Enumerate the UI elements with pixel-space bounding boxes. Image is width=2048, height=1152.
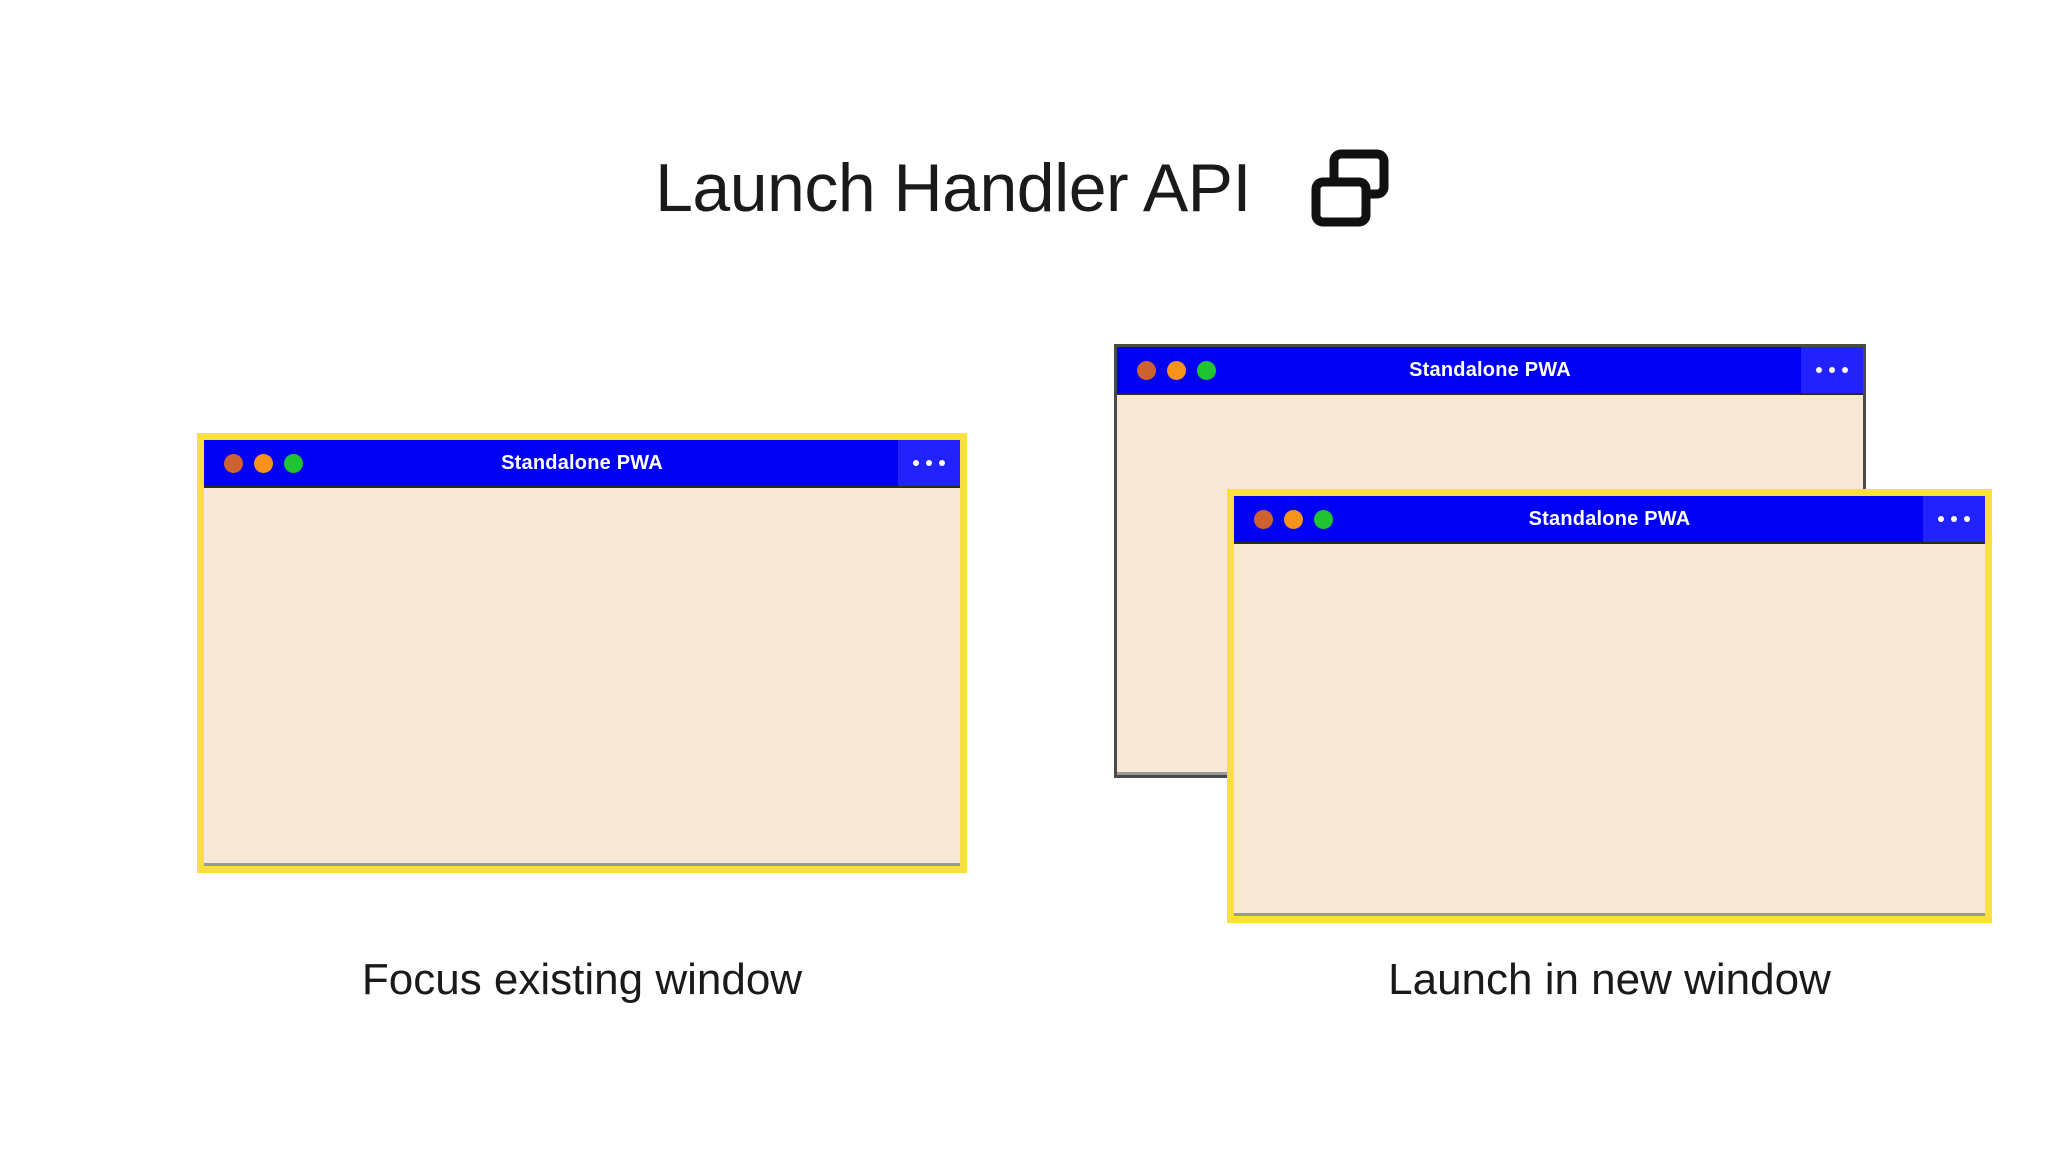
window-content-area: [204, 488, 960, 866]
window-title-label: Standalone PWA: [501, 451, 663, 474]
ellipsis-dot: [926, 460, 932, 466]
ellipsis-icon[interactable]: [1923, 496, 1985, 542]
multi-window-icon: [1307, 145, 1393, 231]
minimize-window-icon[interactable]: [1284, 509, 1303, 529]
ellipsis-dot: [1816, 367, 1822, 373]
ellipsis-dot: [913, 460, 919, 466]
caption-launch-in-new-window: Launch in new window: [1388, 955, 1831, 1004]
traffic-light-controls[interactable]: [204, 453, 303, 473]
close-window-icon[interactable]: [1254, 509, 1273, 529]
ellipsis-icon[interactable]: [898, 440, 960, 486]
ellipsis-dot: [1842, 367, 1848, 373]
ellipsis-dot: [1964, 516, 1970, 522]
ellipsis-icon[interactable]: [1801, 347, 1863, 393]
ellipsis-dot: [939, 460, 945, 466]
maximize-window-icon[interactable]: [284, 453, 303, 473]
window-inner: Standalone PWA: [204, 440, 960, 866]
ellipsis-dot: [1951, 516, 1957, 522]
window-titlebar[interactable]: Standalone PWA: [1234, 496, 1985, 544]
window-titlebar[interactable]: Standalone PWA: [1117, 347, 1863, 395]
ellipsis-dot: [1938, 516, 1944, 522]
window-title-label: Standalone PWA: [1528, 507, 1691, 530]
traffic-light-controls[interactable]: [1234, 509, 1333, 529]
caption-focus-existing-window: Focus existing window: [361, 955, 803, 1004]
window-content-area: [1234, 544, 1985, 916]
close-window-icon[interactable]: [1137, 360, 1156, 380]
window-inner: Standalone PWA: [1234, 496, 1985, 916]
traffic-light-controls[interactable]: [1117, 360, 1216, 380]
ellipsis-dot: [1829, 367, 1835, 373]
window-titlebar[interactable]: Standalone PWA: [204, 440, 960, 488]
close-window-icon[interactable]: [224, 453, 243, 473]
page-header: Launch Handler API: [0, 128, 2048, 248]
new-window-frame[interactable]: Standalone PWA: [1227, 489, 1992, 923]
minimize-window-icon[interactable]: [254, 453, 273, 473]
minimize-window-icon[interactable]: [1167, 360, 1186, 380]
page-title: Launch Handler API: [655, 150, 1251, 226]
maximize-window-icon[interactable]: [1197, 360, 1216, 380]
maximize-window-icon[interactable]: [1314, 509, 1333, 529]
focus-existing-window-frame[interactable]: Standalone PWA: [197, 433, 967, 873]
window-title-label: Standalone PWA: [1409, 358, 1571, 381]
